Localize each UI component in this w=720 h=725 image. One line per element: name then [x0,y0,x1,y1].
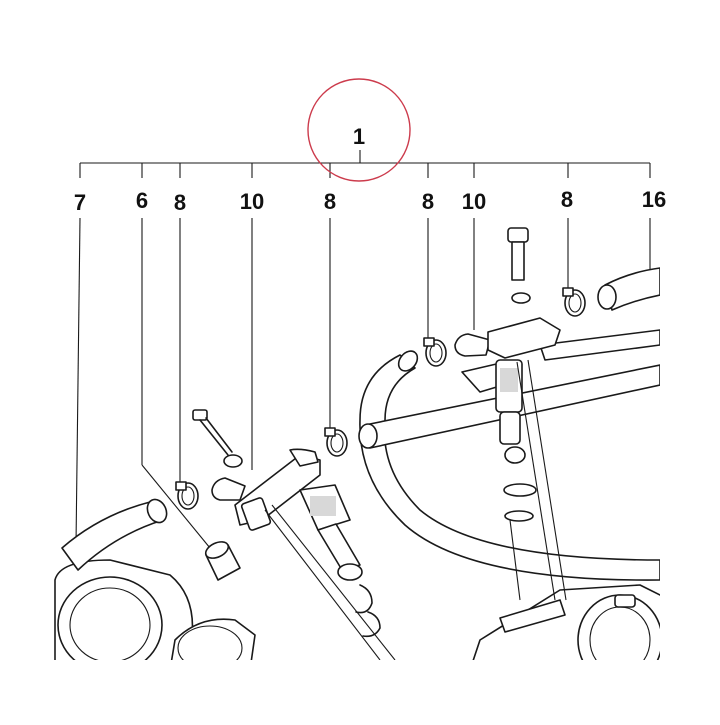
callout-16: 16 [641,187,667,212]
leader-lines [75,217,651,549]
callout-8c: 8 [421,189,435,214]
throttle-body-left [54,559,256,660]
hose-clamp-right [562,287,586,317]
drawing-body [54,227,660,660]
callout-6: 6 [135,188,149,213]
hose-clamp-mid [324,427,348,457]
callout-10b: 10 [461,189,487,214]
callout-main-part: 1 [352,124,366,149]
fuel-nipple-left [211,477,246,501]
hose-sleeve [204,541,241,581]
callout-10a: 10 [239,189,265,214]
fuel-nipple-right [454,333,491,357]
hose-clamp-left [175,481,199,510]
fuel-rail-right [461,317,567,601]
callout-8a: 8 [173,190,187,215]
bolt-left [192,409,243,468]
highlight-circle [307,78,411,182]
fuel-hose-7 [61,498,168,571]
fuel-rail-left [234,448,396,660]
fuel-hose-16 [359,350,660,581]
bolt-right [507,227,531,304]
callout-7: 7 [73,190,87,215]
callout-8b: 8 [323,189,337,214]
hose-clamp-upper [423,337,447,367]
callout-bracket [79,150,651,178]
callout-8d: 8 [560,187,574,212]
throttle-body-right [472,584,660,660]
